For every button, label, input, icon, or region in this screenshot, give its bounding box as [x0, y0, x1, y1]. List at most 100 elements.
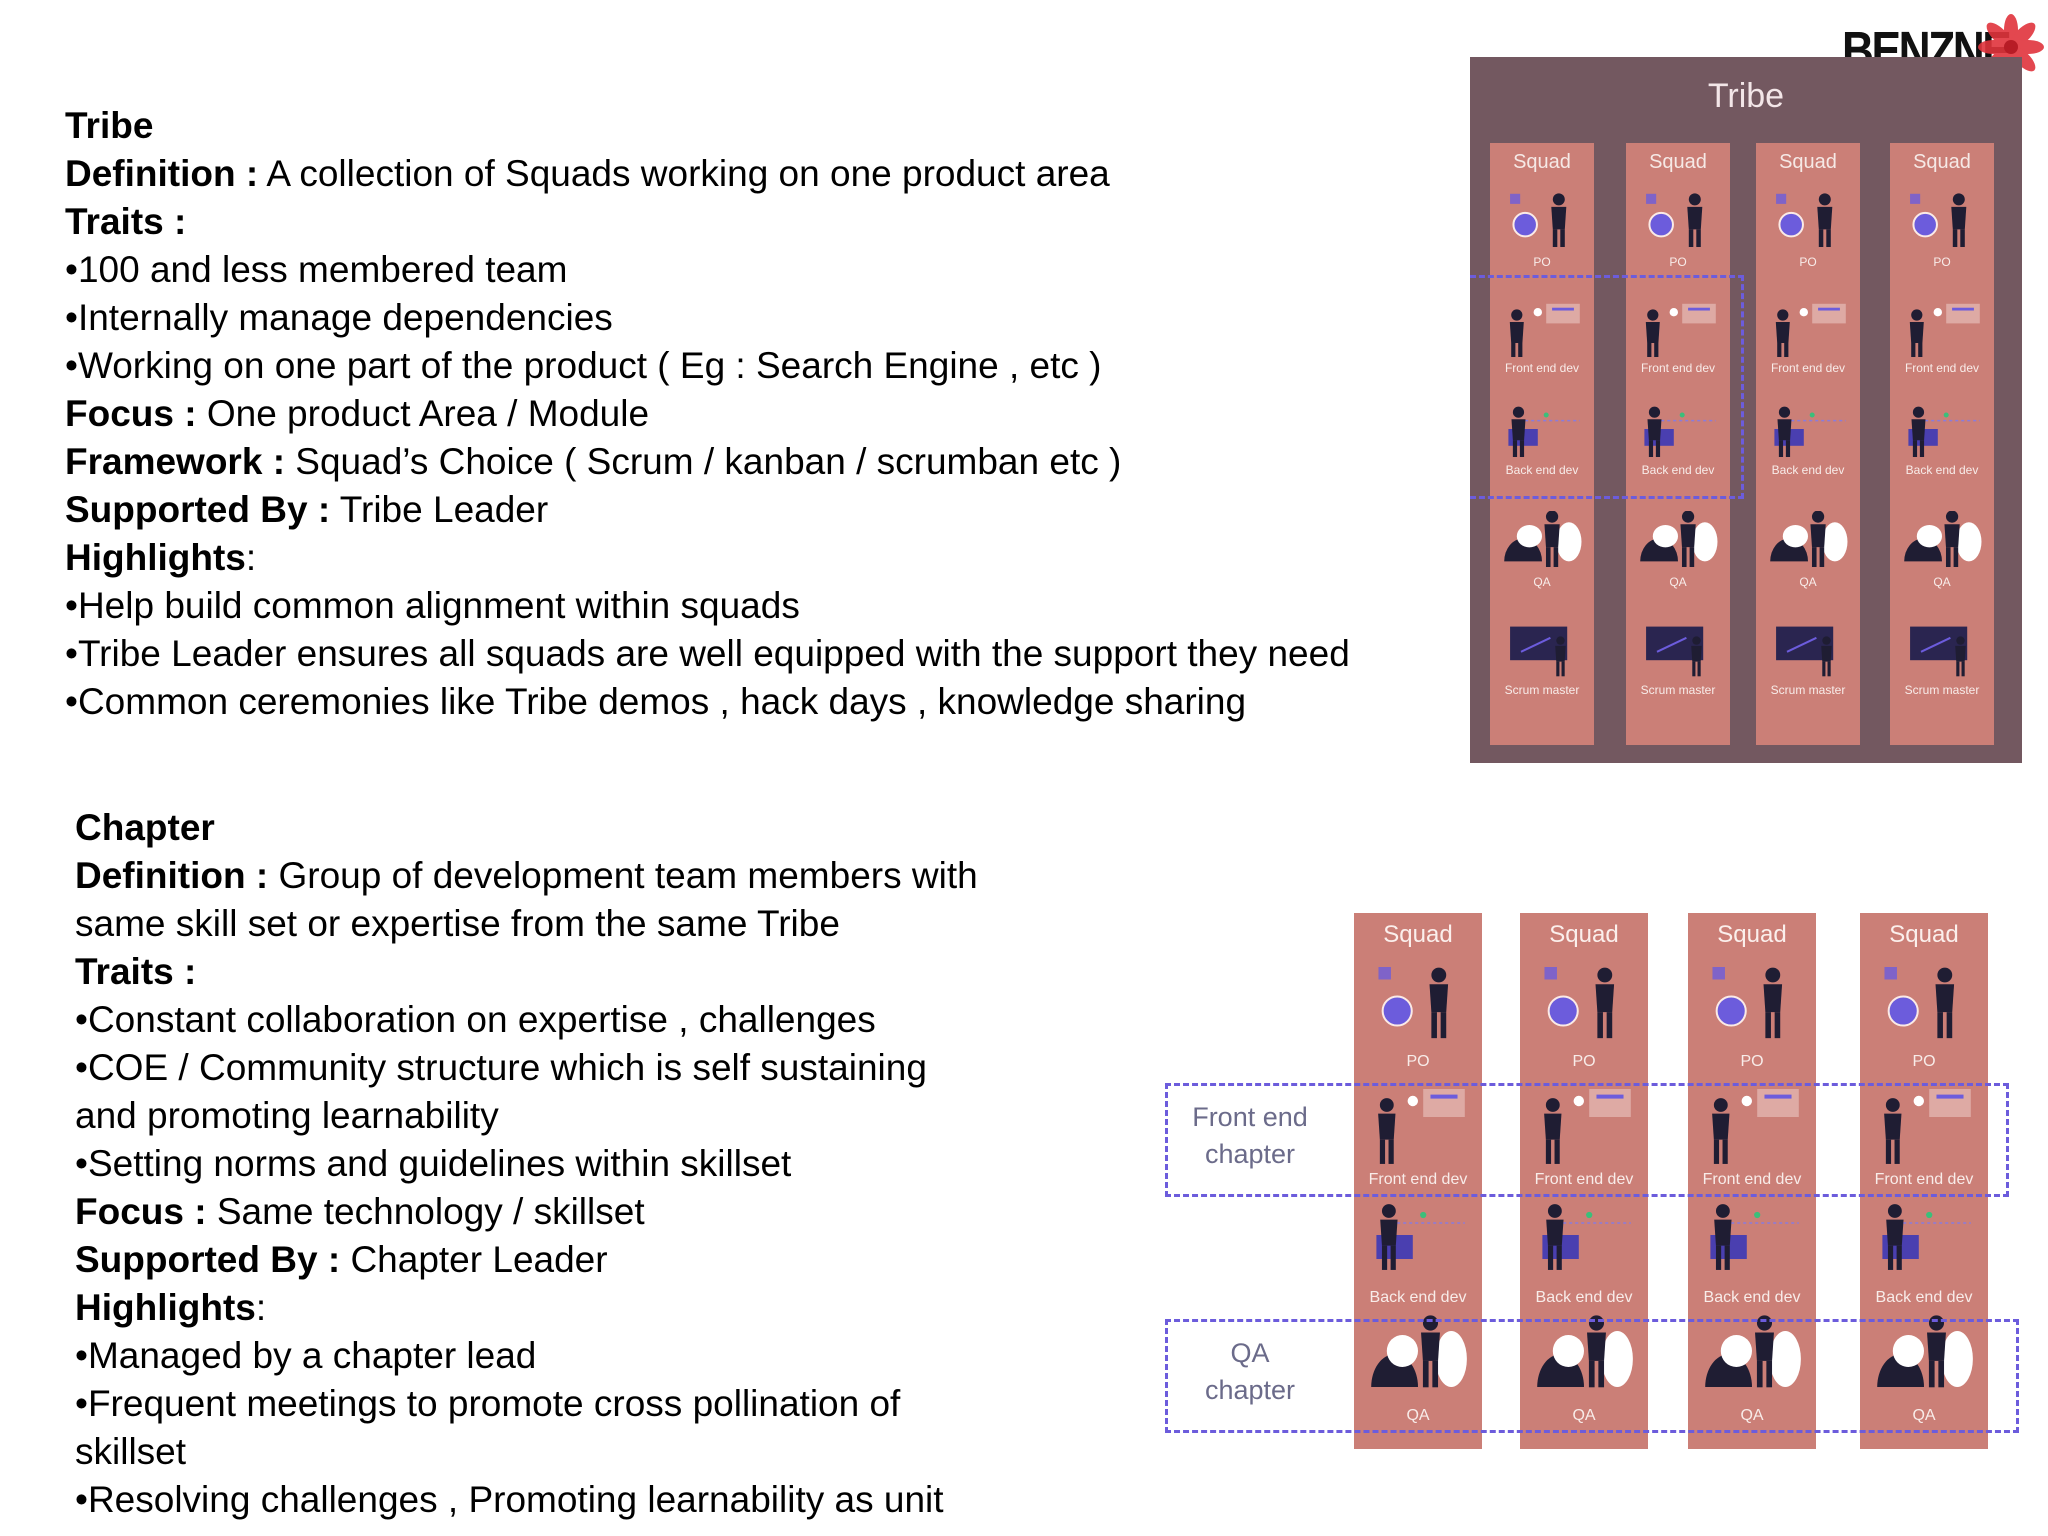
role-label: Scrum master: [1904, 683, 1980, 697]
chapter-focus-label: Focus :: [75, 1191, 207, 1232]
role-label: Back end dev: [1905, 463, 1979, 477]
role-illustration: [1904, 511, 1982, 567]
role-label: Back end dev: [1535, 1289, 1633, 1306]
role-label: Back end dev: [1369, 1289, 1467, 1306]
role-label: Back end dev: [1641, 463, 1715, 477]
tribe-highlight-item: •Help build common alignment within squa…: [65, 585, 800, 626]
front-end-chapter-line: chapter: [1204, 1139, 1296, 1169]
role-label: Front end dev: [1640, 361, 1716, 375]
role-label: Front end dev: [1504, 361, 1580, 375]
squad-label: Squad: [1717, 921, 1787, 948]
role-illustration: [1910, 193, 1967, 247]
tribe-focus-text: One product Area / Module: [196, 393, 650, 434]
chapter-definition-text: Group of development team members with: [268, 855, 978, 896]
squad-label: Squad: [1889, 921, 1959, 948]
tribe-trait-item: •Working on one part of the product ( Eg…: [65, 345, 1102, 386]
role-illustration: [1712, 967, 1783, 1039]
chapter-section: Chapter Definition : Group of developmen…: [75, 804, 978, 1524]
role-label: QA: [1933, 575, 1951, 589]
role-illustration: [1544, 1089, 1631, 1164]
tribe-highlight-item: •Tribe Leader ensures all squads are wel…: [65, 633, 1350, 674]
role-illustration: [1909, 303, 1980, 357]
role-label: Back end dev: [1771, 463, 1845, 477]
chapter-trait-item: •Constant collaboration on expertise , c…: [75, 999, 876, 1040]
chapter-supported-text: Chapter Leader: [340, 1239, 608, 1280]
tribe-section: Tribe Definition : A collection of Squad…: [65, 102, 1350, 726]
role-label: PO: [1740, 1053, 1764, 1070]
tribe-trait-item: •Internally manage dependencies: [65, 297, 613, 338]
role-illustration: [1884, 967, 1955, 1039]
role-label: QA: [1572, 1407, 1596, 1424]
role-label: QA: [1669, 575, 1687, 589]
chapter-highlight-item: •Resolving challenges , Promoting learna…: [75, 1479, 944, 1520]
role-illustration: [1884, 1089, 1971, 1164]
role-illustration: [1774, 406, 1846, 457]
squad-label: Squad: [1383, 921, 1453, 948]
role-label: PO: [1533, 255, 1551, 269]
role-label: PO: [1572, 1053, 1596, 1070]
role-illustration: [1510, 193, 1567, 247]
squad-label: Squad: [1913, 151, 1971, 173]
front-end-chapter-label: Front end chapter: [1170, 1099, 1330, 1173]
chapter-definition-text-cont: same skill set or expertise from the sam…: [75, 903, 840, 944]
role-label: Front end dev: [1904, 361, 1980, 375]
role-illustration: [1776, 626, 1834, 677]
role-illustration: [1877, 1315, 1973, 1388]
chapter-trait-item: •COE / Community structure which is self…: [75, 1047, 927, 1088]
role-illustration: [1646, 193, 1703, 247]
chapter-heading: Chapter: [75, 807, 215, 848]
role-illustration: [1644, 406, 1716, 457]
role-label: Back end dev: [1703, 1289, 1801, 1306]
role-illustration: [1770, 511, 1848, 567]
role-label: QA: [1533, 575, 1551, 589]
role-illustration: [1640, 511, 1718, 567]
qa-chapter-line: QA: [1230, 1338, 1270, 1368]
role-label: PO: [1669, 255, 1687, 269]
chapter-highlight-outline: [1470, 275, 1744, 499]
chapter-highlights-label: Highlights: [75, 1287, 256, 1328]
role-label: Scrum master: [1770, 683, 1846, 697]
role-label: Front end dev: [1702, 1171, 1802, 1188]
role-label: Back end dev: [1505, 463, 1579, 477]
chapter-focus-text: Same technology / skillset: [206, 1191, 645, 1232]
tribe-framework-text: Squad’s Choice ( Scrum / kanban / scrumb…: [285, 441, 1122, 482]
role-illustration: [1378, 967, 1449, 1039]
role-label: PO: [1933, 255, 1951, 269]
chapter-trait-item: and promoting learnability: [75, 1095, 499, 1136]
squad-label: Squad: [1779, 151, 1837, 173]
role-illustration: [1510, 626, 1568, 677]
squad-label: Squad: [1513, 151, 1571, 173]
chapter-supported-label: Supported By :: [75, 1239, 341, 1280]
role-label: PO: [1406, 1053, 1430, 1070]
role-label: QA: [1740, 1407, 1764, 1424]
front-end-chapter-line: Front end: [1192, 1102, 1308, 1132]
tribe-definition-text: A collection of Squads working on one pr…: [258, 153, 1110, 194]
tribe-highlight-item: •Common ceremonies like Tribe demos , ha…: [65, 681, 1247, 722]
chapter-highlight-item: •Managed by a chapter lead: [75, 1335, 537, 1376]
chapter-highlight-item: skillset: [75, 1431, 187, 1472]
tribe-focus-label: Focus :: [65, 393, 197, 434]
role-label: Front end dev: [1368, 1171, 1468, 1188]
role-illustration: [1378, 1089, 1465, 1164]
role-illustration: [1542, 1204, 1631, 1270]
tribe-trait-item: •100 and less membered team: [65, 249, 568, 290]
tribe-traits-label: Traits :: [65, 201, 187, 242]
tribe-supported-text: Tribe Leader: [330, 489, 549, 530]
role-illustration: [1646, 626, 1704, 677]
role-label: Back end dev: [1875, 1289, 1973, 1306]
squad-label: Squad: [1549, 921, 1619, 948]
squad-label: Squad: [1649, 151, 1707, 173]
role-label: Front end dev: [1770, 361, 1846, 375]
role-label: QA: [1912, 1407, 1936, 1424]
front-end-chapter-outline: [1165, 1083, 2009, 1197]
